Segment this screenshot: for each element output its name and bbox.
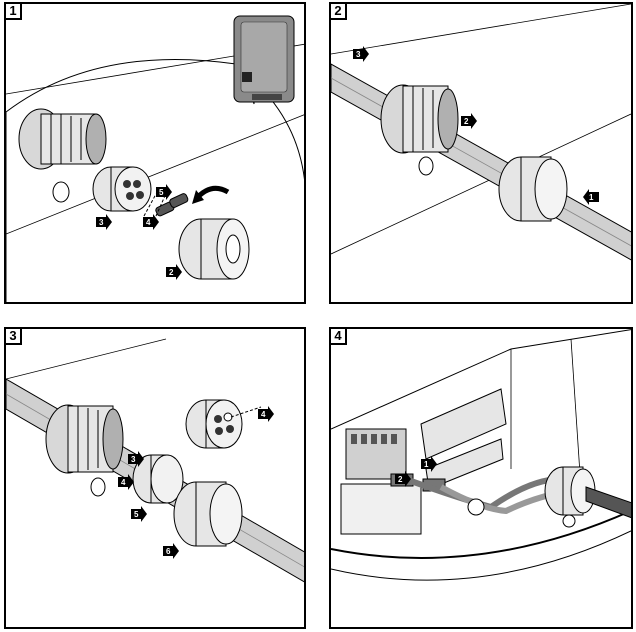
- callout-label: 3: [99, 218, 104, 227]
- inverter-device: [234, 16, 294, 102]
- illustration-seal-insert-on-cable: 4 3 4 5 6: [6, 329, 306, 629]
- step-panel-2: 2 3 2 1: [329, 2, 633, 304]
- union-nut: [179, 219, 249, 279]
- callout-label: 5: [134, 510, 139, 519]
- callout-label: 2: [398, 475, 403, 484]
- callout-label: 1: [424, 460, 429, 469]
- illustration-cable-gland-parts: 3 4 5 2: [6, 4, 306, 304]
- cable-gland-body: [19, 109, 106, 169]
- illustration-connect-cables-inside-housing: 1 2: [331, 329, 633, 629]
- step-number: 2: [329, 2, 347, 20]
- illustration-cable-insertion: 3 2 1: [331, 4, 633, 304]
- callout-label: 2: [464, 117, 469, 126]
- callout-label: 4: [261, 410, 266, 419]
- step-panel-1: 1: [4, 2, 306, 304]
- callout-label: 4: [146, 218, 151, 227]
- callout-label: 2: [169, 268, 174, 277]
- callout-label: 6: [166, 547, 171, 556]
- step-number: 3: [4, 327, 22, 345]
- callout-label: 5: [159, 188, 164, 197]
- callout-label: 4: [121, 478, 126, 487]
- step-number: 4: [329, 327, 347, 345]
- step-panel-4: 4 1 2: [329, 327, 633, 629]
- callout-label: 3: [131, 455, 136, 464]
- seal-insert: [93, 167, 151, 211]
- step-panel-3: 3 4 3 4 5 6: [4, 327, 306, 629]
- callout-label: 1: [589, 193, 594, 202]
- step-number: 1: [4, 2, 22, 20]
- callout-label: 3: [356, 50, 361, 59]
